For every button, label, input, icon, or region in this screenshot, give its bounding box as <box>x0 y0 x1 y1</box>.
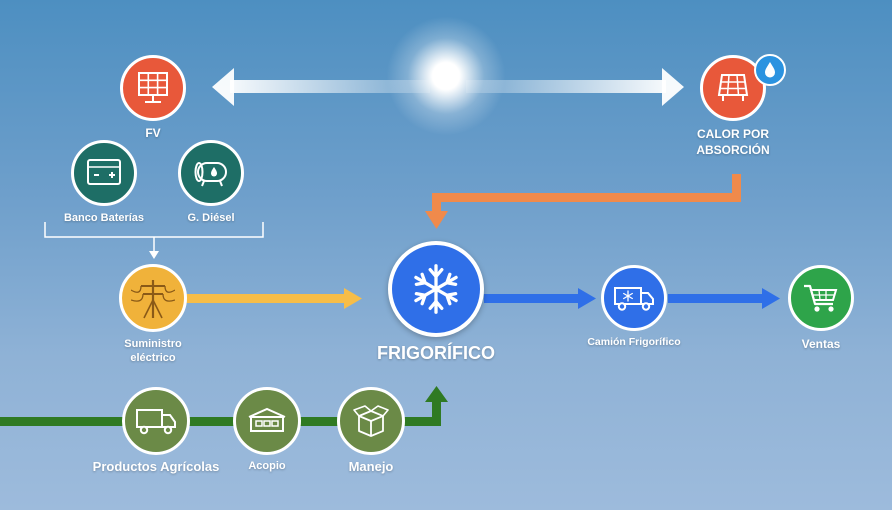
calor-absorcion-label-line1: CALOR POR <box>697 127 769 141</box>
productos-agricolas-node[interactable] <box>122 387 190 455</box>
banco-baterias-node[interactable] <box>71 140 137 206</box>
storage-bracket <box>44 222 264 252</box>
power-pole-icon <box>131 280 175 319</box>
solar-panel-icon <box>138 72 168 103</box>
shopping-cart-icon <box>804 284 838 312</box>
suministro-electrico-label: Suministro eléctrico <box>103 337 203 365</box>
suministro-electrico-label-line2: eléctrico <box>130 352 176 364</box>
agro-link <box>0 386 448 426</box>
suministro-electrico-node[interactable] <box>119 264 187 332</box>
manejo-label: Manejo <box>348 459 394 474</box>
g-diesel-label: G. Diésel <box>187 212 235 224</box>
suministro-electrico-label-line1: Suministro <box>124 338 182 350</box>
fuel-tank-icon <box>194 162 227 187</box>
frigorifico-node[interactable] <box>388 241 484 337</box>
frigorifico-label: FRIGORÍFICO <box>377 343 495 363</box>
productos-agricolas-label: Productos Agrícolas <box>92 459 220 474</box>
cold-chain-links <box>484 288 780 309</box>
fv-label: FV <box>145 126 161 140</box>
calor-absorcion-label-line2: ABSORCIÓN <box>696 143 770 157</box>
solar-collector-icon <box>717 74 749 101</box>
storage-arrow-head <box>149 251 159 259</box>
water-drop-icon <box>754 54 786 86</box>
refrigerated-truck-icon <box>614 287 654 311</box>
delivery-truck-icon <box>136 409 176 435</box>
box-icon <box>353 405 389 437</box>
ventas-node[interactable] <box>788 265 854 331</box>
banco-baterias-label: Banco Baterías <box>63 212 145 224</box>
acopio-label: Acopio <box>248 460 286 472</box>
acopio-node[interactable] <box>233 387 301 455</box>
manejo-node[interactable] <box>337 387 405 455</box>
snowflake-icon <box>414 264 458 314</box>
fv-node[interactable] <box>120 55 186 121</box>
sun-energy-arrow <box>212 68 684 106</box>
battery-icon <box>87 159 121 185</box>
sun-icon <box>386 16 506 136</box>
absorption-link <box>425 174 741 229</box>
g-diesel-node[interactable] <box>178 140 244 206</box>
camion-frigorifico-label: Camión Frigorífico <box>587 336 681 348</box>
calor-absorcion-label: CALOR POR ABSORCIÓN <box>683 126 783 158</box>
supply-link <box>186 288 362 309</box>
camion-frigorifico-node[interactable] <box>601 265 667 331</box>
ventas-label: Ventas <box>801 337 841 351</box>
warehouse-icon <box>248 407 286 432</box>
